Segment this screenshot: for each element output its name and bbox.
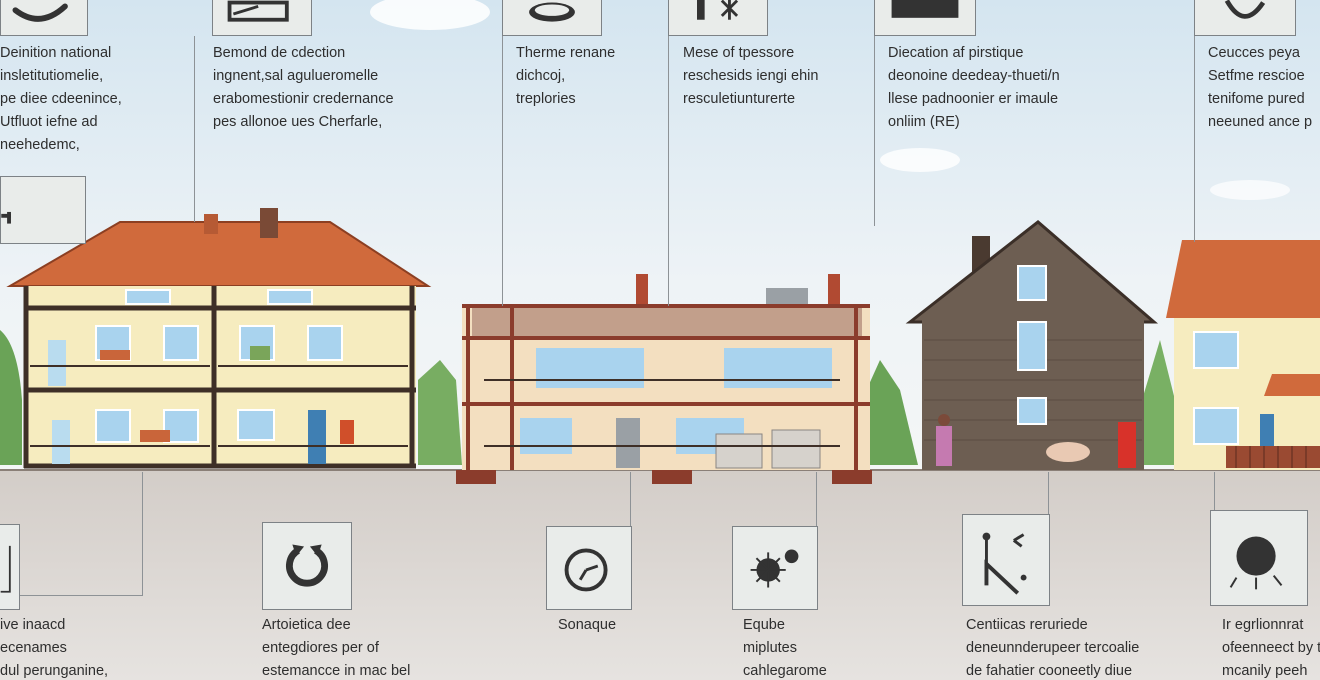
text-line: neehedemc, [0,137,80,153]
connector-line [194,36,196,222]
building-2 [456,274,872,484]
sphere-icon [1210,510,1308,606]
text-line: Therme renane [516,45,616,61]
sparkle-icon [668,0,768,36]
panel-icon [874,0,976,36]
bottom-label-3: Sonaque [558,614,616,637]
text-line: Utfluot iefne ad [0,114,98,130]
connector-line [18,595,143,597]
connector-line [630,472,632,526]
connector-line [816,472,818,526]
text-line: Eqube [743,617,785,633]
cloud [370,0,490,30]
bracket-icon [0,524,20,610]
text-line: cahlegarome [743,663,827,679]
text-line: ingnent,sal agulueromelle [213,68,379,84]
bottom-label-4: Eqube miplutes cahlegarome [743,614,827,680]
compass-icon [962,514,1050,606]
connector-line [1048,472,1050,516]
house-1 [6,208,432,469]
house-4 [1166,240,1320,470]
bottom-label-5: Centiicas reruriede deneunnderupeer terc… [966,614,1139,680]
top-label-5: Diecation af pirstique deonoine deedeay-… [888,42,1060,134]
clock-icon [546,526,632,610]
text-line: Bemond de cdection [213,45,346,61]
text-line: Deinition national [0,45,112,61]
text-line: deonoine deedeay-thueti/n [888,68,1060,84]
trees [0,330,1176,465]
text-line: Diecation af pirstique [888,45,1024,61]
top-label-6: Ceucces peya Setfme rescioe tenifome pur… [1208,42,1312,134]
bottom-label-6: Ir egrlionnrat ofeenneect by t mcanily p… [1222,614,1320,680]
text-line: treplories [516,91,576,107]
text-line: Sonaque [558,617,617,633]
germ-icon [732,526,818,610]
text-line: miplutes [743,640,797,656]
text-line: reschesids iengi ehin [683,68,819,84]
text-line: pes allonoe ues Cherfarle, [213,114,383,130]
text-line: deneunnderupeer tercoalie [966,640,1140,656]
text-line: entegdiores per of [262,640,379,656]
text-line: ecenames [0,640,67,656]
connector-line [142,472,144,596]
bottom-label-1: ive inaacd ecenames dul perunganine, [0,614,108,680]
connector-line [874,36,876,226]
recycle-icon [262,522,352,610]
text-line: Ir egrlionnrat [1222,617,1304,633]
text-line: dul perunganine, [0,663,109,679]
connector-line [502,36,504,306]
stove-icon [502,0,602,36]
text-line: Artoietica dee [262,617,351,633]
text-line: tenifome pured [1208,91,1305,107]
text-line: ive inaacd [0,617,66,633]
connector-line [668,36,670,306]
text-line: onliim (RE) [888,114,960,130]
cloud [880,148,960,172]
bottom-label-2: Artoietica dee entegdiores per of estema… [262,614,410,680]
top-label-2: Bemond de cdection ingnent,sal aguluerom… [213,42,394,134]
text-line: Ceucces peya [1208,45,1300,61]
text-line: Setfme rescioe [1208,68,1305,84]
text-line: Centiicas reruriede [966,617,1088,633]
text-line: mcanily peeh [1222,663,1308,679]
text-line: erabomestionir credernance [213,91,394,107]
top-label-3: Therme renane dichcoj, treplories [516,42,615,111]
text-line: resculetiunturerte [683,91,796,107]
text-line: estemancce in mac bel [262,663,411,679]
connector-line [1194,36,1196,242]
ground [0,470,1320,680]
text-line: pe diee cdeenince, [0,91,122,107]
house-3 [905,220,1159,470]
top-label-4: Mese of tpessore reschesids iengi ehin r… [683,42,818,111]
text-line: neeuned ance p [1208,114,1313,130]
text-line: de fahatier cooneetly diue [966,663,1133,679]
top-label-1: Deinition national insletitutiomelie, pe… [0,42,122,157]
cloud [1210,180,1290,200]
toolbox-icon [212,0,312,36]
text-line: dichcoj, [516,68,566,84]
connector-line [1214,472,1216,528]
text-line: Mese of tpessore [683,45,795,61]
swirl-icon [0,0,88,36]
text-line: ofeenneect by t [1222,640,1320,656]
text-line: insletitutiomelie, [0,68,104,84]
sign-icon [0,176,86,244]
ring-icon [1194,0,1296,36]
text-line: llese padnoonier er imaule [888,91,1059,107]
